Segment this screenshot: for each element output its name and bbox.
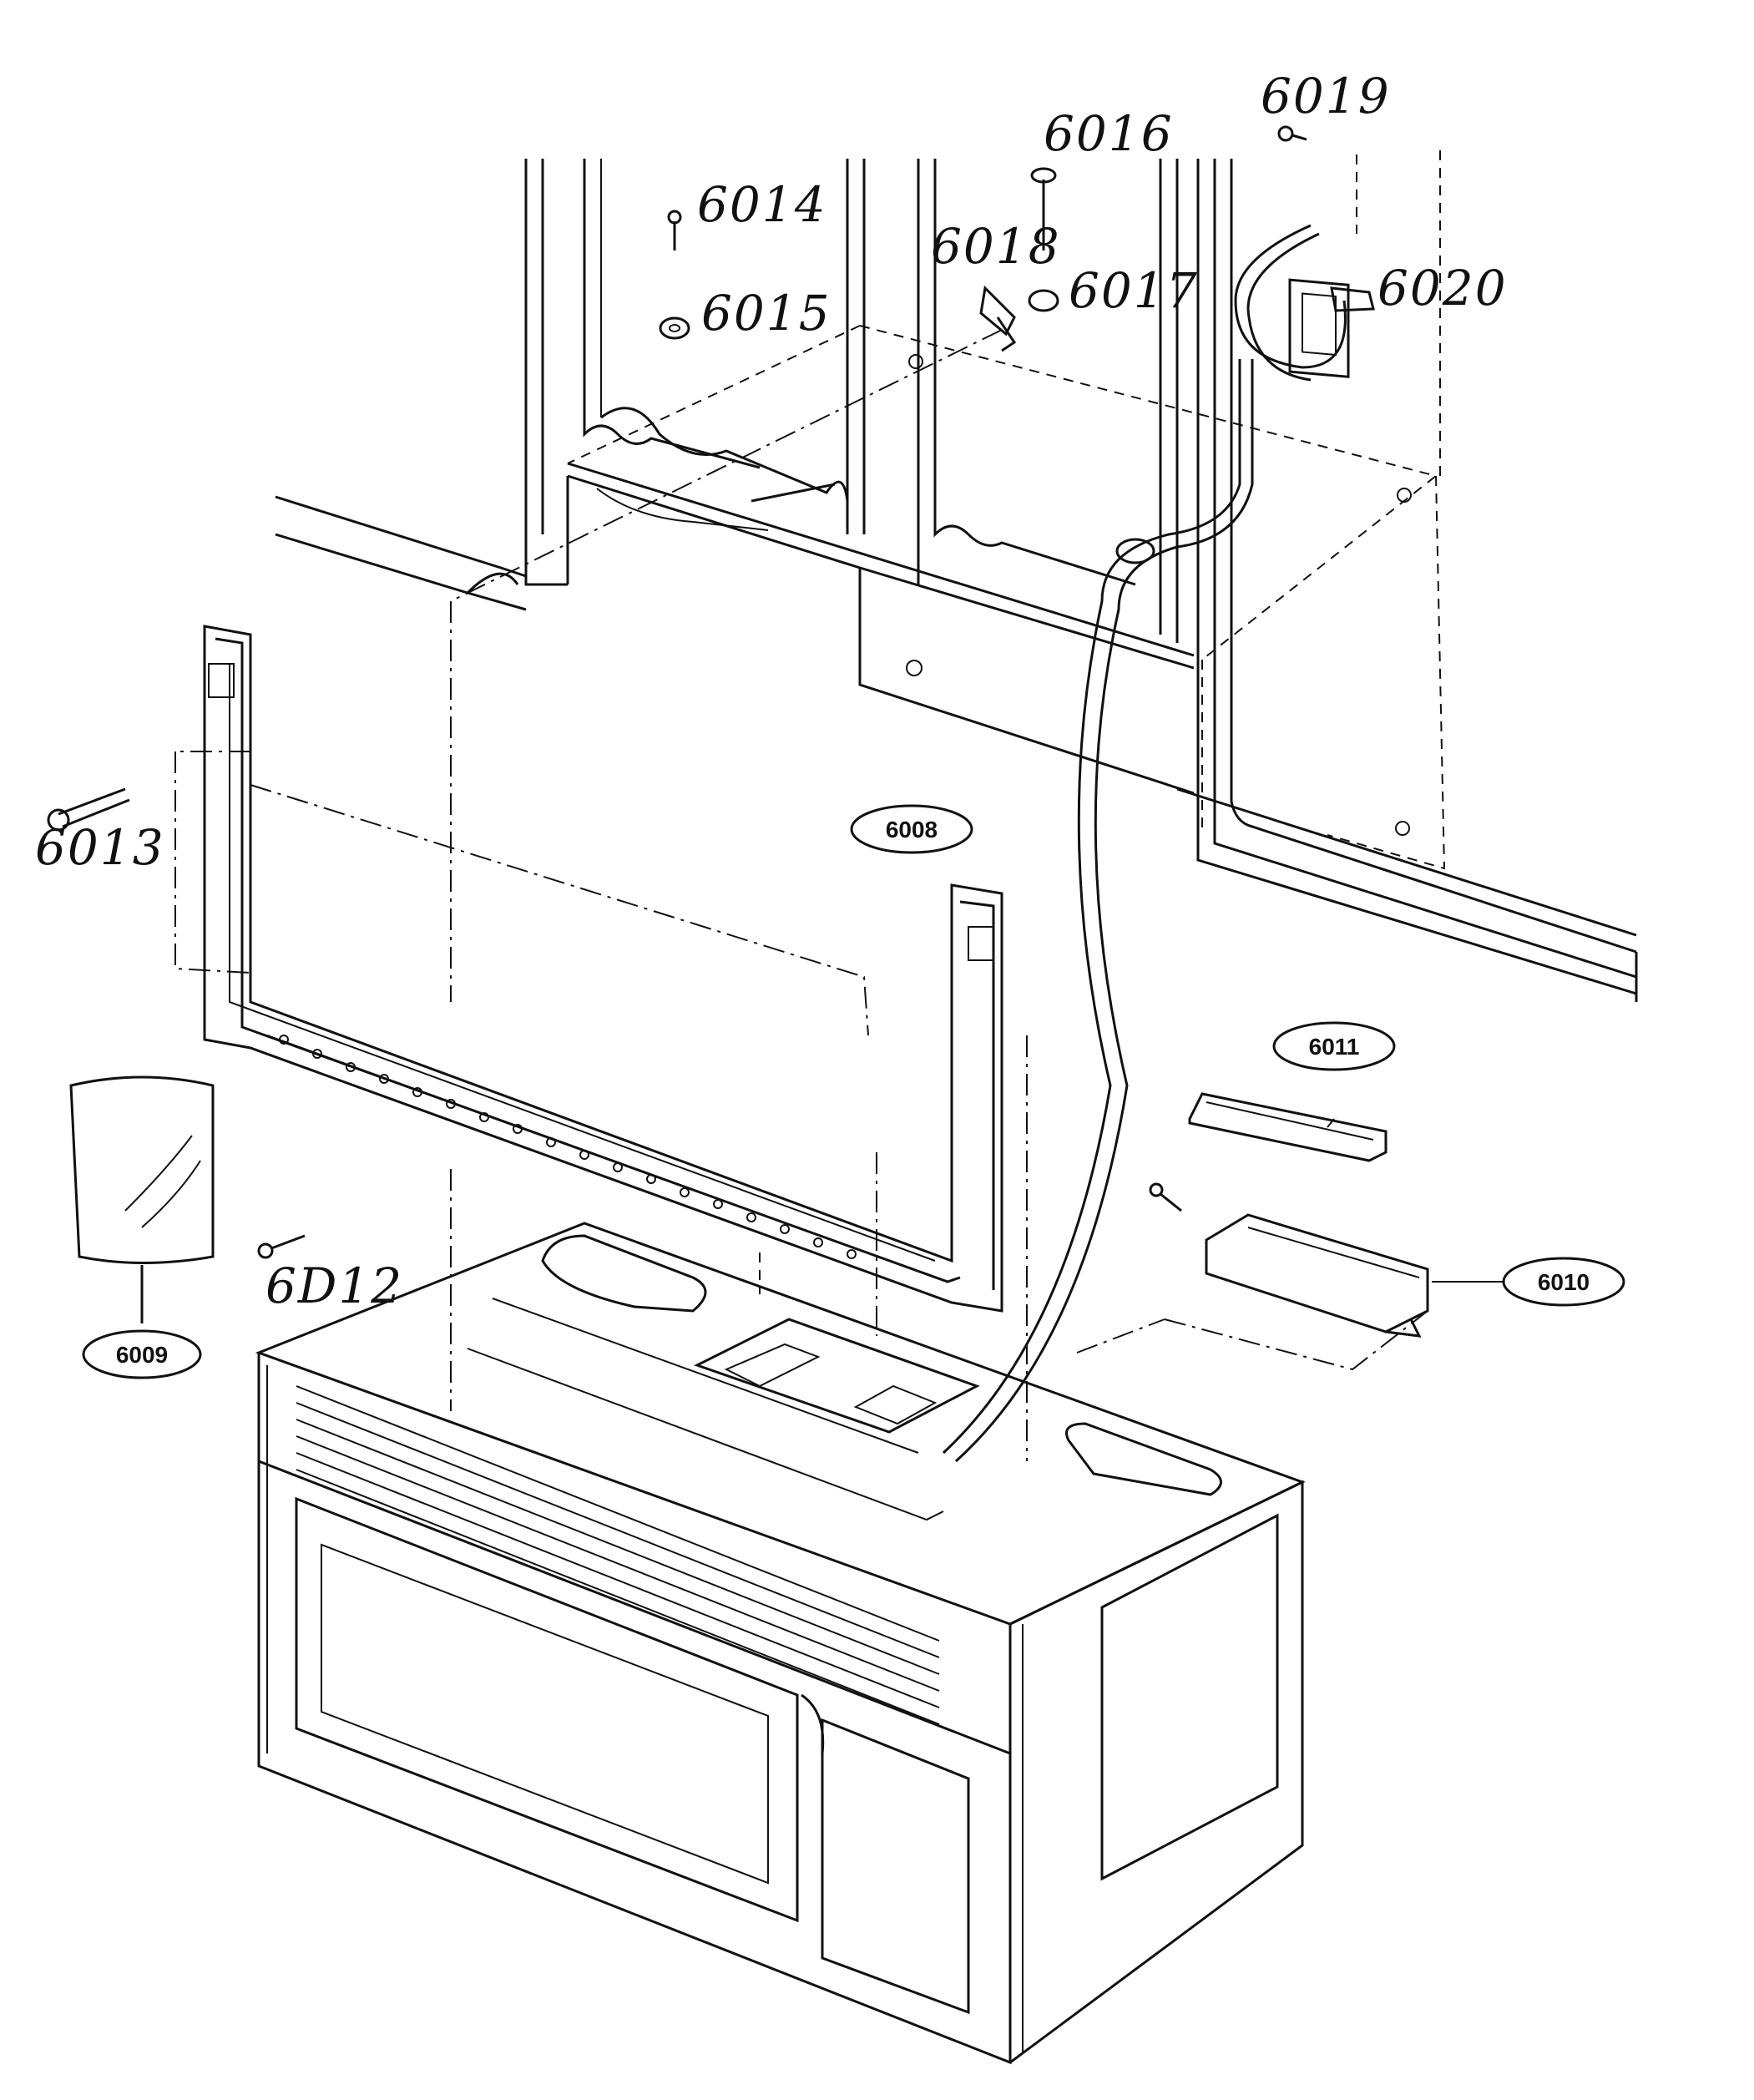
part-label-6008: 6008 xyxy=(886,817,938,843)
part-label-6016: 6016 xyxy=(1044,105,1174,162)
callout-6009: 6009 xyxy=(82,1329,202,1379)
vent-grille xyxy=(296,1385,940,1725)
part-label-6019: 6019 xyxy=(1261,68,1391,124)
upper-cabinets xyxy=(275,159,1638,1002)
mounting-plate xyxy=(174,625,1003,1313)
part-label-6020: 6020 xyxy=(1377,260,1508,316)
part-label-6018: 6018 xyxy=(931,218,1061,275)
cabinet-template-outline xyxy=(450,150,1446,1002)
leader-lines xyxy=(1327,1118,1503,1283)
hardware-parts xyxy=(47,125,1429,1371)
power-cord xyxy=(942,224,1375,1463)
callout-6008: 6008 xyxy=(850,804,973,854)
part-label-6011: 6011 xyxy=(1309,1034,1360,1060)
microwave-oven xyxy=(255,1035,1306,2065)
part-label-6017: 6017 xyxy=(1069,262,1199,319)
part-label-6013: 6013 xyxy=(35,819,165,876)
part-label-6015: 6015 xyxy=(701,285,832,342)
part-label-6014: 6014 xyxy=(697,176,827,233)
part-label-6010: 6010 xyxy=(1538,1269,1590,1295)
part-label-6012: 6D12 xyxy=(265,1257,403,1314)
callout-6011: 6011 xyxy=(1272,1021,1396,1071)
callout-6010: 6010 xyxy=(1502,1257,1625,1307)
callouts: 6019 6016 6014 6018 6015 6017 6020 6013 … xyxy=(35,68,1625,1379)
part-label-6009: 6009 xyxy=(116,1342,168,1368)
